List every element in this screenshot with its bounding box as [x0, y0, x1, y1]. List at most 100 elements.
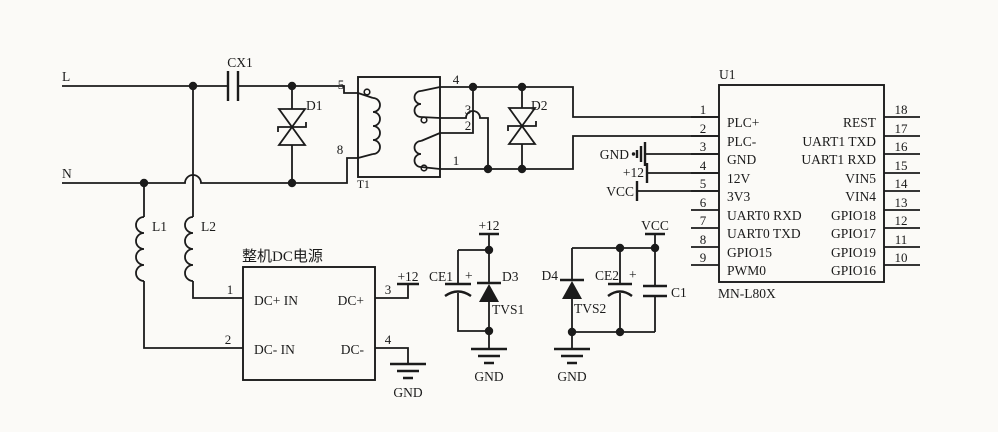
dc-pin2-label: 2 [225, 332, 232, 347]
pin-name: VIN4 [845, 189, 876, 204]
junction-dot [484, 326, 494, 336]
chip-body [718, 84, 885, 283]
t1-label: T1 [357, 179, 370, 191]
pin-number: 13 [895, 195, 908, 210]
dc-gnd-wire [375, 347, 409, 364]
pin-number: 11 [895, 232, 908, 247]
dc-module: 整机DC电源 1 2 3 4 DC+ IN DC- IN DC+ DC- +12… [225, 248, 426, 400]
c1-plates-icon [643, 284, 667, 298]
secondary-bottom-coil-icon [413, 140, 422, 168]
pin-name: PLC+ [727, 115, 759, 130]
secondary-top-coil-icon [413, 90, 422, 118]
ground-symbol-rotated-icon [635, 142, 647, 166]
d1-bar-icon [277, 122, 307, 132]
dc-pin1-label: 1 [227, 282, 234, 297]
pin-number: 7 [700, 213, 707, 228]
junction-dot [483, 164, 493, 174]
t1-pin1-label: 1 [453, 153, 460, 168]
dc-pin4-label: 4 [385, 332, 392, 347]
junction-dot [287, 178, 297, 188]
dc-out-rail-label: +12 [397, 269, 418, 284]
pin-name: REST [843, 115, 877, 130]
sec-top-link1 [420, 86, 441, 92]
tvs2-label: TVS2 [574, 301, 606, 316]
l2-label: L2 [201, 219, 216, 234]
dc-gnd-label: GND [393, 385, 422, 400]
dc-minus-in-label: DC- IN [254, 342, 295, 357]
pin-number: 2 [700, 121, 707, 136]
junction-dot [468, 82, 478, 92]
plc-minus-wire [440, 135, 719, 170]
chip-right-pin-stubs [884, 116, 920, 266]
chip-vcc-label: VCC [606, 184, 634, 199]
dc-minus-label: DC- [341, 342, 365, 357]
pin-name: 12V [727, 171, 751, 186]
t1-pin2-label: 2 [465, 118, 472, 133]
capacitor-icon [226, 71, 240, 101]
t1-pin2-tie [440, 87, 474, 134]
pin-name: UART0 RXD [727, 208, 802, 223]
d1-top-triangle-icon [277, 108, 307, 129]
pin-number: 6 [700, 195, 707, 210]
l1-coil-icon [135, 216, 145, 282]
ground-symbol-icon [390, 362, 426, 380]
d2-bottom-triangle-icon [507, 124, 537, 145]
transformer-t1: T1 5 8 4 3 2 1 [337, 72, 472, 191]
junction-dot [517, 164, 527, 174]
pin-number: 5 [700, 176, 707, 191]
ce2-curved-plate-icon [607, 290, 633, 297]
n-wire [62, 157, 358, 184]
inductor-l2: L2 [184, 86, 243, 299]
secondary-wiring [440, 86, 719, 170]
dc-out-wire [375, 284, 409, 299]
c1-label: C1 [671, 285, 687, 300]
pin-name: UART1 RXD [801, 152, 876, 167]
pin-number: 18 [895, 102, 908, 117]
dc-module-body [242, 266, 376, 381]
l1-label: L1 [152, 219, 167, 234]
junction-dots [139, 81, 660, 337]
junction-dot [650, 243, 660, 253]
pin-number: 17 [895, 121, 909, 136]
d4-label: D4 [542, 268, 559, 283]
pin-name: PLC- [727, 134, 757, 149]
l2-lead-bottom [192, 281, 243, 299]
d3-triangle-icon [479, 284, 499, 302]
d1-tvs-diode: D1 [277, 86, 323, 183]
chip-gnd-label: GND [600, 147, 629, 162]
cx1-capacitor: CX1 [226, 55, 253, 101]
u1-label: U1 [719, 67, 736, 82]
pin-name: 3V3 [727, 189, 750, 204]
line-l-label: L [62, 69, 70, 84]
pin-name: UART1 TXD [802, 134, 876, 149]
junction-dot [188, 81, 198, 91]
ce1-label: CE1 [429, 269, 453, 284]
d3-label: D3 [502, 269, 519, 284]
pin-number: 12 [895, 213, 908, 228]
dc-pin3-label: 3 [385, 282, 392, 297]
pin-number: 15 [895, 158, 908, 173]
t1-pin4-label: 4 [453, 72, 460, 87]
line-n-label: N [62, 166, 72, 181]
pin-number: 16 [895, 139, 909, 154]
d4-triangle-icon [562, 281, 582, 299]
d2-tvs-diode: D2 [507, 87, 548, 169]
d1-bottom-triangle-icon [277, 125, 307, 146]
ce2-label: CE2 [595, 268, 619, 283]
ce1-plus-mark: + [465, 268, 473, 283]
junction-dot [484, 245, 494, 255]
cx1-label: CX1 [227, 55, 253, 70]
junction-dot [287, 81, 297, 91]
dc-module-title: 整机DC电源 [242, 248, 323, 265]
l2-coil-icon [184, 216, 194, 282]
junction-dot [139, 178, 149, 188]
primary-coil-icon [372, 97, 381, 155]
primary-top-link [357, 92, 374, 99]
filter-vcc: VCC D4 TVS2 CE2 + C1 GND [542, 218, 687, 384]
winding-dot-icon [363, 88, 371, 96]
d1-label: D1 [306, 98, 323, 113]
chip-p12-label: +12 [623, 165, 644, 180]
junction-dot [615, 327, 625, 337]
pin-number: 14 [895, 176, 909, 191]
